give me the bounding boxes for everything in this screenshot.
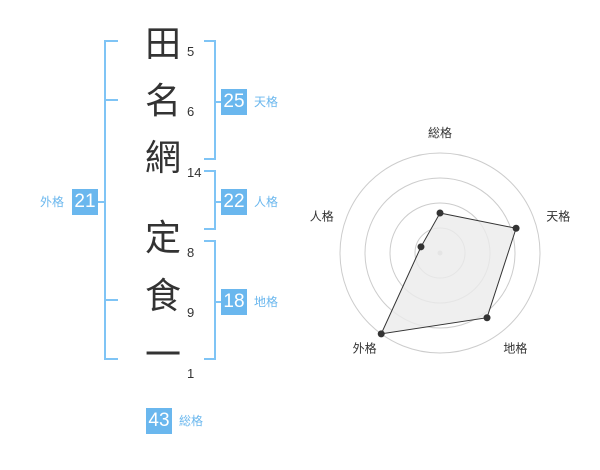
chikaku-bracket-vertical [214,240,216,360]
radar-axis-label-0: 総格 [428,125,452,140]
name-char-3: 網 [144,138,181,179]
stroke-count-6: 1 [187,366,195,381]
radar-point-0 [436,209,444,217]
stroke-count-4: 8 [187,245,195,260]
gaikaku-bracket-vertical [104,40,106,360]
chikaku-connector [216,301,222,303]
gaikaku-bracket-tick-1 [104,99,118,101]
radar-point-1 [512,224,520,232]
tenkaku-connector [216,101,222,103]
stroke-count-3: 14 [187,165,202,180]
jinkaku-label: 人格 [254,195,279,209]
radar-area [380,212,517,335]
radar-ring-4 [339,152,541,354]
radar-axis-label-3: 外格 [353,341,377,356]
tenkaku-bracket-vertical [214,40,216,160]
radar-points [377,209,520,338]
radar-axis-label-1: 天格 [546,209,570,224]
name-char-6: 一 [144,335,181,376]
tenkaku-value: 25 [221,89,247,115]
radar-point-3 [377,330,385,338]
stroke-count-2: 6 [187,104,195,119]
jinkaku-connector [216,201,222,203]
chikaku-bracket-bottom [204,358,216,360]
soukaku-value: 43 [146,408,172,434]
jinkaku-bracket-vertical [214,170,216,230]
gaikaku-connector [98,201,104,203]
jinkaku-value: 22 [221,189,247,215]
jinkaku-bracket-bottom [204,228,216,230]
soukaku-label: 総格 [179,414,204,428]
jinkaku-bracket-top [204,170,216,172]
chikaku-value: 18 [221,289,247,315]
radar-point-2 [483,314,491,322]
tenkaku-bracket-top [204,40,216,42]
name-char-5: 食 [144,276,181,317]
tenkaku-label: 天格 [254,95,279,109]
name-char-4: 定 [144,218,181,259]
name-char-1: 田 [144,24,181,65]
gaikaku-bracket-top [104,40,118,42]
gaikaku-bracket-tick-2 [104,299,118,301]
gaikaku-label: 外格 [40,195,65,209]
radar-ring-3 [364,177,516,329]
name-char-2: 名 [144,81,181,122]
gaikaku-value: 21 [72,189,98,215]
radar-point-4 [417,243,425,251]
gaikaku-bracket-bottom [104,358,118,360]
tenkaku-bracket-bottom [204,158,216,160]
radar-axis-label-4: 人格 [310,209,334,224]
radar-axis-label-2: 地格 [503,341,527,356]
chikaku-bracket-top [204,240,216,242]
chikaku-label: 地格 [254,295,279,309]
stroke-count-1: 5 [187,44,195,59]
stroke-count-5: 9 [187,305,195,320]
